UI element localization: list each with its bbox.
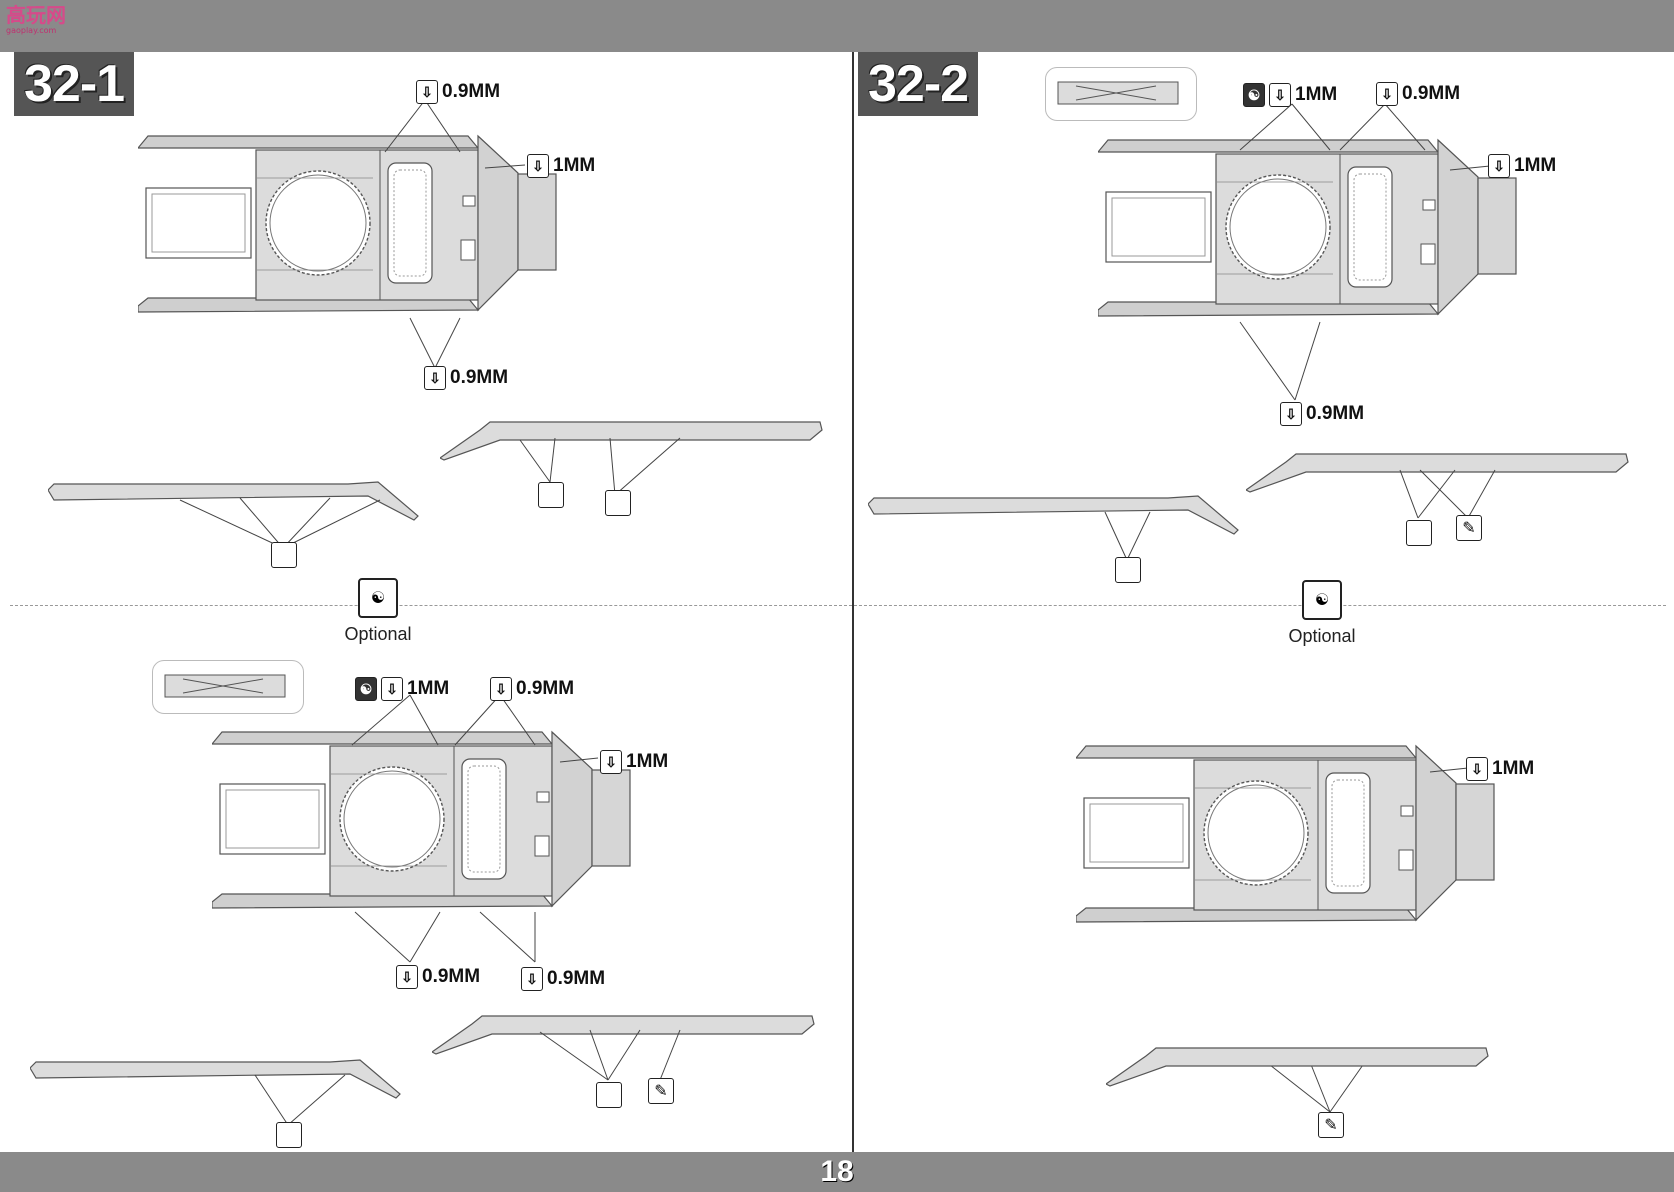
callout-0.9mm-bottom: ⇩ 0.9MM (1280, 402, 1364, 426)
optional-label: Optional (1288, 626, 1356, 646)
step-label-32-2: 32-2 (858, 52, 979, 116)
clamp-icon (276, 1122, 302, 1148)
clamp-icon (596, 1082, 622, 1108)
callout-label: 1MM (626, 751, 669, 772)
drill-icon: ⇩ (600, 750, 622, 774)
glue-icon: ✎ (1318, 1112, 1344, 1138)
drill-icon: ⇩ (521, 967, 543, 991)
callout-1mm-side: ⇩ 1MM (1466, 757, 1534, 781)
watermark-logo: 高玩网 gaoplay.com (6, 4, 86, 40)
callout-1mm-side: ⇩ 1MM (600, 750, 668, 774)
callout-label: 1MM (407, 678, 450, 699)
clamp-icon (538, 482, 564, 508)
yin-yang-icon: ☯ (1243, 83, 1265, 107)
clamp-icon (1406, 520, 1432, 546)
callout-label: 1MM (553, 155, 596, 176)
callout-label: 1MM (1295, 84, 1338, 105)
yin-yang-icon: ☯ (358, 578, 398, 618)
callout-label: 0.9MM (1402, 83, 1461, 104)
drill-icon: ⇩ (416, 80, 438, 104)
callout-drill-0.9mm-bottom: ⇩ 0.9MM (424, 366, 508, 390)
callout-label: 1MM (1492, 758, 1535, 779)
callout-0.9mm-bottom-a: ⇩ 0.9MM (396, 965, 480, 989)
drill-icon: ⇩ (1466, 757, 1488, 781)
glue-icon: ✎ (1456, 515, 1482, 541)
yin-yang-icon: ☯ (355, 677, 377, 701)
yin-yang-icon: ☯ (1302, 580, 1342, 620)
drill-icon: ⇩ (424, 366, 446, 390)
clamp-icon (1115, 557, 1141, 583)
drill-icon: ⇩ (1269, 83, 1291, 107)
drill-icon: ⇩ (381, 677, 403, 701)
detail-inset-right (1045, 67, 1197, 121)
watermark-title: 高玩网 (6, 3, 66, 27)
callout-label: 0.9MM (442, 81, 501, 102)
clamp-icon (271, 542, 297, 568)
callout-label: 0.9MM (1306, 403, 1365, 424)
top-bar (0, 0, 1674, 52)
side-part-32-2-c (1106, 1047, 1489, 1087)
callout-label: 0.9MM (422, 966, 481, 987)
callout-label: 0.9MM (547, 968, 606, 989)
callout-label: 0.9MM (450, 367, 509, 388)
optional-marker-right: ☯ Optional (1272, 580, 1372, 647)
callout-label: 0.9MM (516, 678, 575, 699)
callout-0.9mm-bottom-b: ⇩ 0.9MM (521, 967, 605, 991)
drill-icon: ⇩ (1280, 402, 1302, 426)
page-number: 18 (820, 1155, 854, 1188)
drill-icon: ⇩ (1376, 82, 1398, 106)
detail-inset-left (152, 660, 304, 714)
callout-drill-1mm-side: ⇩ 1MM (527, 154, 595, 178)
inset-drawing (1057, 81, 1179, 105)
optional-label: Optional (344, 624, 412, 644)
drill-icon: ⇩ (1488, 154, 1510, 178)
bottom-bar (0, 1152, 1674, 1192)
option-divider (10, 605, 1666, 606)
callout-1mm-optional: ☯ ⇩ 1MM (1243, 83, 1337, 107)
watermark-subtitle: gaoplay.com (6, 26, 57, 35)
glue-icon: ✎ (648, 1078, 674, 1104)
clamp-icon (605, 490, 631, 516)
callout-drill-0.9mm-top: ⇩ 0.9MM (416, 80, 500, 104)
callout-label: 1MM (1514, 155, 1557, 176)
callout-0.9mm-top: ⇩ 0.9MM (490, 677, 574, 701)
inset-drawing (164, 674, 286, 698)
step-label-32-1: 32-1 (14, 52, 135, 116)
drill-icon: ⇩ (396, 965, 418, 989)
callout-1mm-optional: ☯ ⇩ 1MM (355, 677, 449, 701)
optional-marker-left: ☯ Optional (328, 578, 428, 645)
drill-icon: ⇩ (490, 677, 512, 701)
callout-1mm-side: ⇩ 1MM (1488, 154, 1556, 178)
drill-icon: ⇩ (527, 154, 549, 178)
callout-0.9mm-top: ⇩ 0.9MM (1376, 82, 1460, 106)
